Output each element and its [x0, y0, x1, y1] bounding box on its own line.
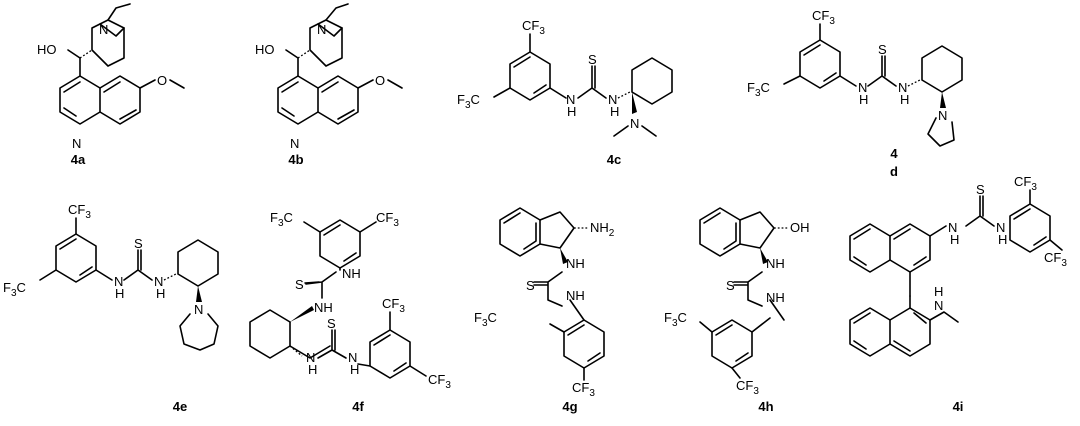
- atom-H-lower-right-4f: H: [350, 362, 359, 377]
- atom-H-left-4e: H: [115, 286, 124, 301]
- atom-S-4g: S: [526, 278, 535, 293]
- structure-4c: [493, 33, 673, 114]
- atom-H-lower-left-4f: H: [308, 362, 317, 377]
- atom-S-4h: S: [726, 278, 735, 293]
- structure-4a: [59, 3, 185, 125]
- atom-N-bicycle-4a: N: [99, 22, 108, 37]
- atom-O-4a: O: [157, 73, 167, 88]
- atom-H-left-4c: H: [567, 104, 576, 119]
- atom-CF3-4e: CF3: [68, 202, 91, 221]
- atom-N-left-4e: N: [114, 274, 123, 289]
- atom-N-left-4i: N: [948, 220, 957, 235]
- atom-S-upper-4f: S: [295, 277, 304, 292]
- atom-H-right-4e: H: [156, 286, 165, 301]
- compound-label-4h: 4h: [758, 399, 773, 414]
- atom-H-right-4d: H: [900, 92, 909, 107]
- atom-S-lower-4f: S: [327, 316, 336, 331]
- structure-4i: [849, 189, 1063, 357]
- compound-label-4g: 4g: [562, 399, 577, 414]
- atom-N-right-4e: N: [154, 274, 163, 289]
- atom-NH-upper-4h: NH: [766, 256, 785, 271]
- atom-N-bicycle-4b: N: [317, 22, 326, 37]
- atom-F3C-4h: F3C: [664, 310, 687, 329]
- compound-label-4e: 4e: [173, 399, 187, 414]
- compound-label-4d-line1: 4: [890, 146, 898, 161]
- atom-NH-upper-4g: NH: [566, 256, 585, 271]
- atom-HO-4b: HO: [255, 42, 275, 57]
- structure-4f: [249, 219, 427, 379]
- atom-H-left-4d: H: [859, 92, 868, 107]
- atom-CF3-4g: CF3: [572, 380, 595, 399]
- atom-N-left-4d: N: [858, 80, 867, 95]
- atom-O-4b: O: [375, 73, 385, 88]
- atom-N-NMe-4i: N: [934, 298, 943, 313]
- structure-4h: [699, 207, 788, 379]
- atom-H-NMe-4i: H: [934, 284, 943, 299]
- atom-N-right-4c: N: [608, 92, 617, 107]
- atom-N-4b: N: [290, 136, 299, 151]
- atom-N-4a: N: [72, 136, 81, 151]
- atom-NH2-4g: NH2: [590, 220, 615, 239]
- atom-S-4e: S: [134, 236, 143, 251]
- atom-F3C-top-4f: F3C: [270, 210, 293, 229]
- structure-4e: [39, 217, 219, 351]
- compound-label-4b: 4b: [288, 152, 303, 167]
- compound-label-4d-line2: d: [890, 164, 898, 179]
- atom-S-4d: S: [878, 42, 887, 57]
- atom-H-left-4i: H: [950, 232, 959, 247]
- atom-F3C-4g: F3C: [474, 310, 497, 329]
- structure-4g: [499, 207, 605, 381]
- atom-N-left-4c: N: [566, 92, 575, 107]
- atom-CF3-4c: CF3: [522, 18, 545, 37]
- compound-label-4i: 4i: [953, 399, 964, 414]
- atom-S-4i: S: [976, 182, 985, 197]
- atom-N-right-4i: N: [996, 220, 1005, 235]
- atom-NH-upper-4f: NH: [342, 266, 361, 281]
- atom-HO-4a: HO: [37, 42, 57, 57]
- atom-CF3-mid-4f: CF3: [382, 296, 405, 315]
- atom-CF3-right-4i: CF3: [1044, 250, 1067, 269]
- atom-CF3-4d: CF3: [812, 8, 835, 27]
- atom-NH-lower-4h: NH: [766, 290, 785, 305]
- atom-N-lower-right-4f: N: [348, 350, 357, 365]
- compound-label-4a: 4a: [71, 152, 86, 167]
- structure-4b: [277, 3, 403, 125]
- atom-CF3-4h: CF3: [736, 378, 759, 397]
- atom-NH-lower-4g: NH: [566, 288, 585, 303]
- atom-N-piperidine-4e: N: [194, 302, 203, 317]
- atom-H-right-4c: H: [610, 104, 619, 119]
- compound-label-4c: 4c: [607, 152, 621, 167]
- atom-S-4c: S: [588, 52, 597, 67]
- atom-CF3-top-4i: CF3: [1014, 174, 1037, 193]
- atom-NH-cyclo-4f: NH: [314, 300, 333, 315]
- structure-4d: [783, 23, 963, 147]
- atom-NMe2-4c: N: [630, 116, 639, 131]
- atom-H-right-4i: H: [998, 232, 1007, 247]
- atom-N-right-4d: N: [898, 80, 907, 95]
- bond-dimethyl-4c: [613, 125, 657, 137]
- atom-F3C-4c: F3C: [457, 92, 480, 111]
- atom-F3C-4e: F3C: [3, 280, 26, 299]
- atom-CF3-bottom-4f: CF3: [428, 372, 451, 391]
- atom-N-lower-left-4f: N: [306, 350, 315, 365]
- atom-OH-4h: OH: [790, 220, 810, 235]
- atom-CF3-top-4f: CF3: [376, 210, 399, 229]
- atom-N-pyrrolidine-4d: N: [938, 108, 947, 123]
- compound-label-4f: 4f: [352, 399, 364, 414]
- atom-F3C-4d: F3C: [747, 80, 770, 99]
